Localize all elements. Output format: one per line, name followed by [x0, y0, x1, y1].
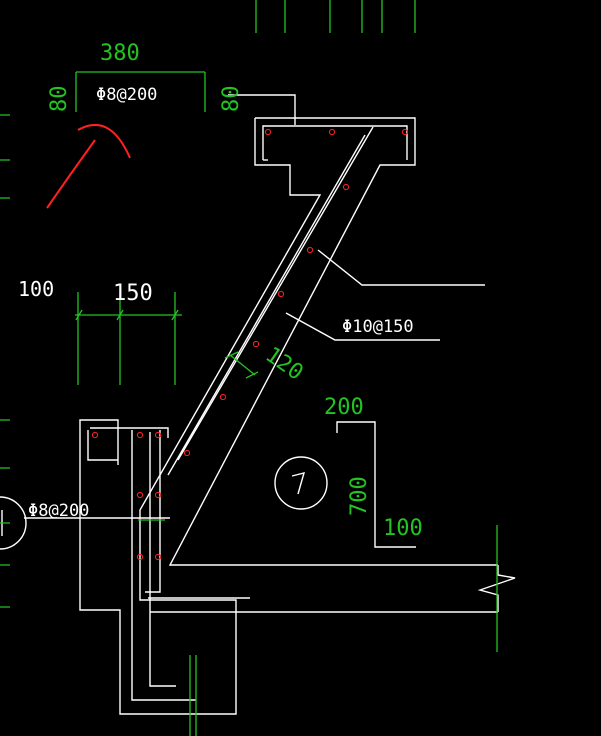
dim-ledge-width: 200: [324, 395, 364, 420]
label-top-stirrup: Φ8@200: [96, 85, 157, 105]
dimension-lines: [0, 0, 498, 736]
section-marker-circle: [274, 456, 328, 510]
dim-left-offset: 100: [18, 277, 54, 301]
label-slab-bars: Φ10@150: [342, 317, 414, 337]
dim-top-right-height: 80: [219, 86, 244, 113]
markup-stroke: [46, 139, 96, 209]
dim-bay-width: 150: [113, 281, 153, 306]
label-lower-stirrup: Φ8@200: [28, 501, 89, 521]
concrete-outline: [0, 94, 516, 715]
dim-top-left-height: 80: [47, 86, 72, 113]
dim-top-width: 380: [100, 41, 140, 66]
rebar-dots: [91, 128, 409, 561]
dim-ledge-bottom: 100: [383, 516, 423, 541]
dim-ledge-height: 700: [347, 476, 372, 516]
red-markup: [46, 124, 131, 209]
markup-arc: [77, 124, 131, 159]
